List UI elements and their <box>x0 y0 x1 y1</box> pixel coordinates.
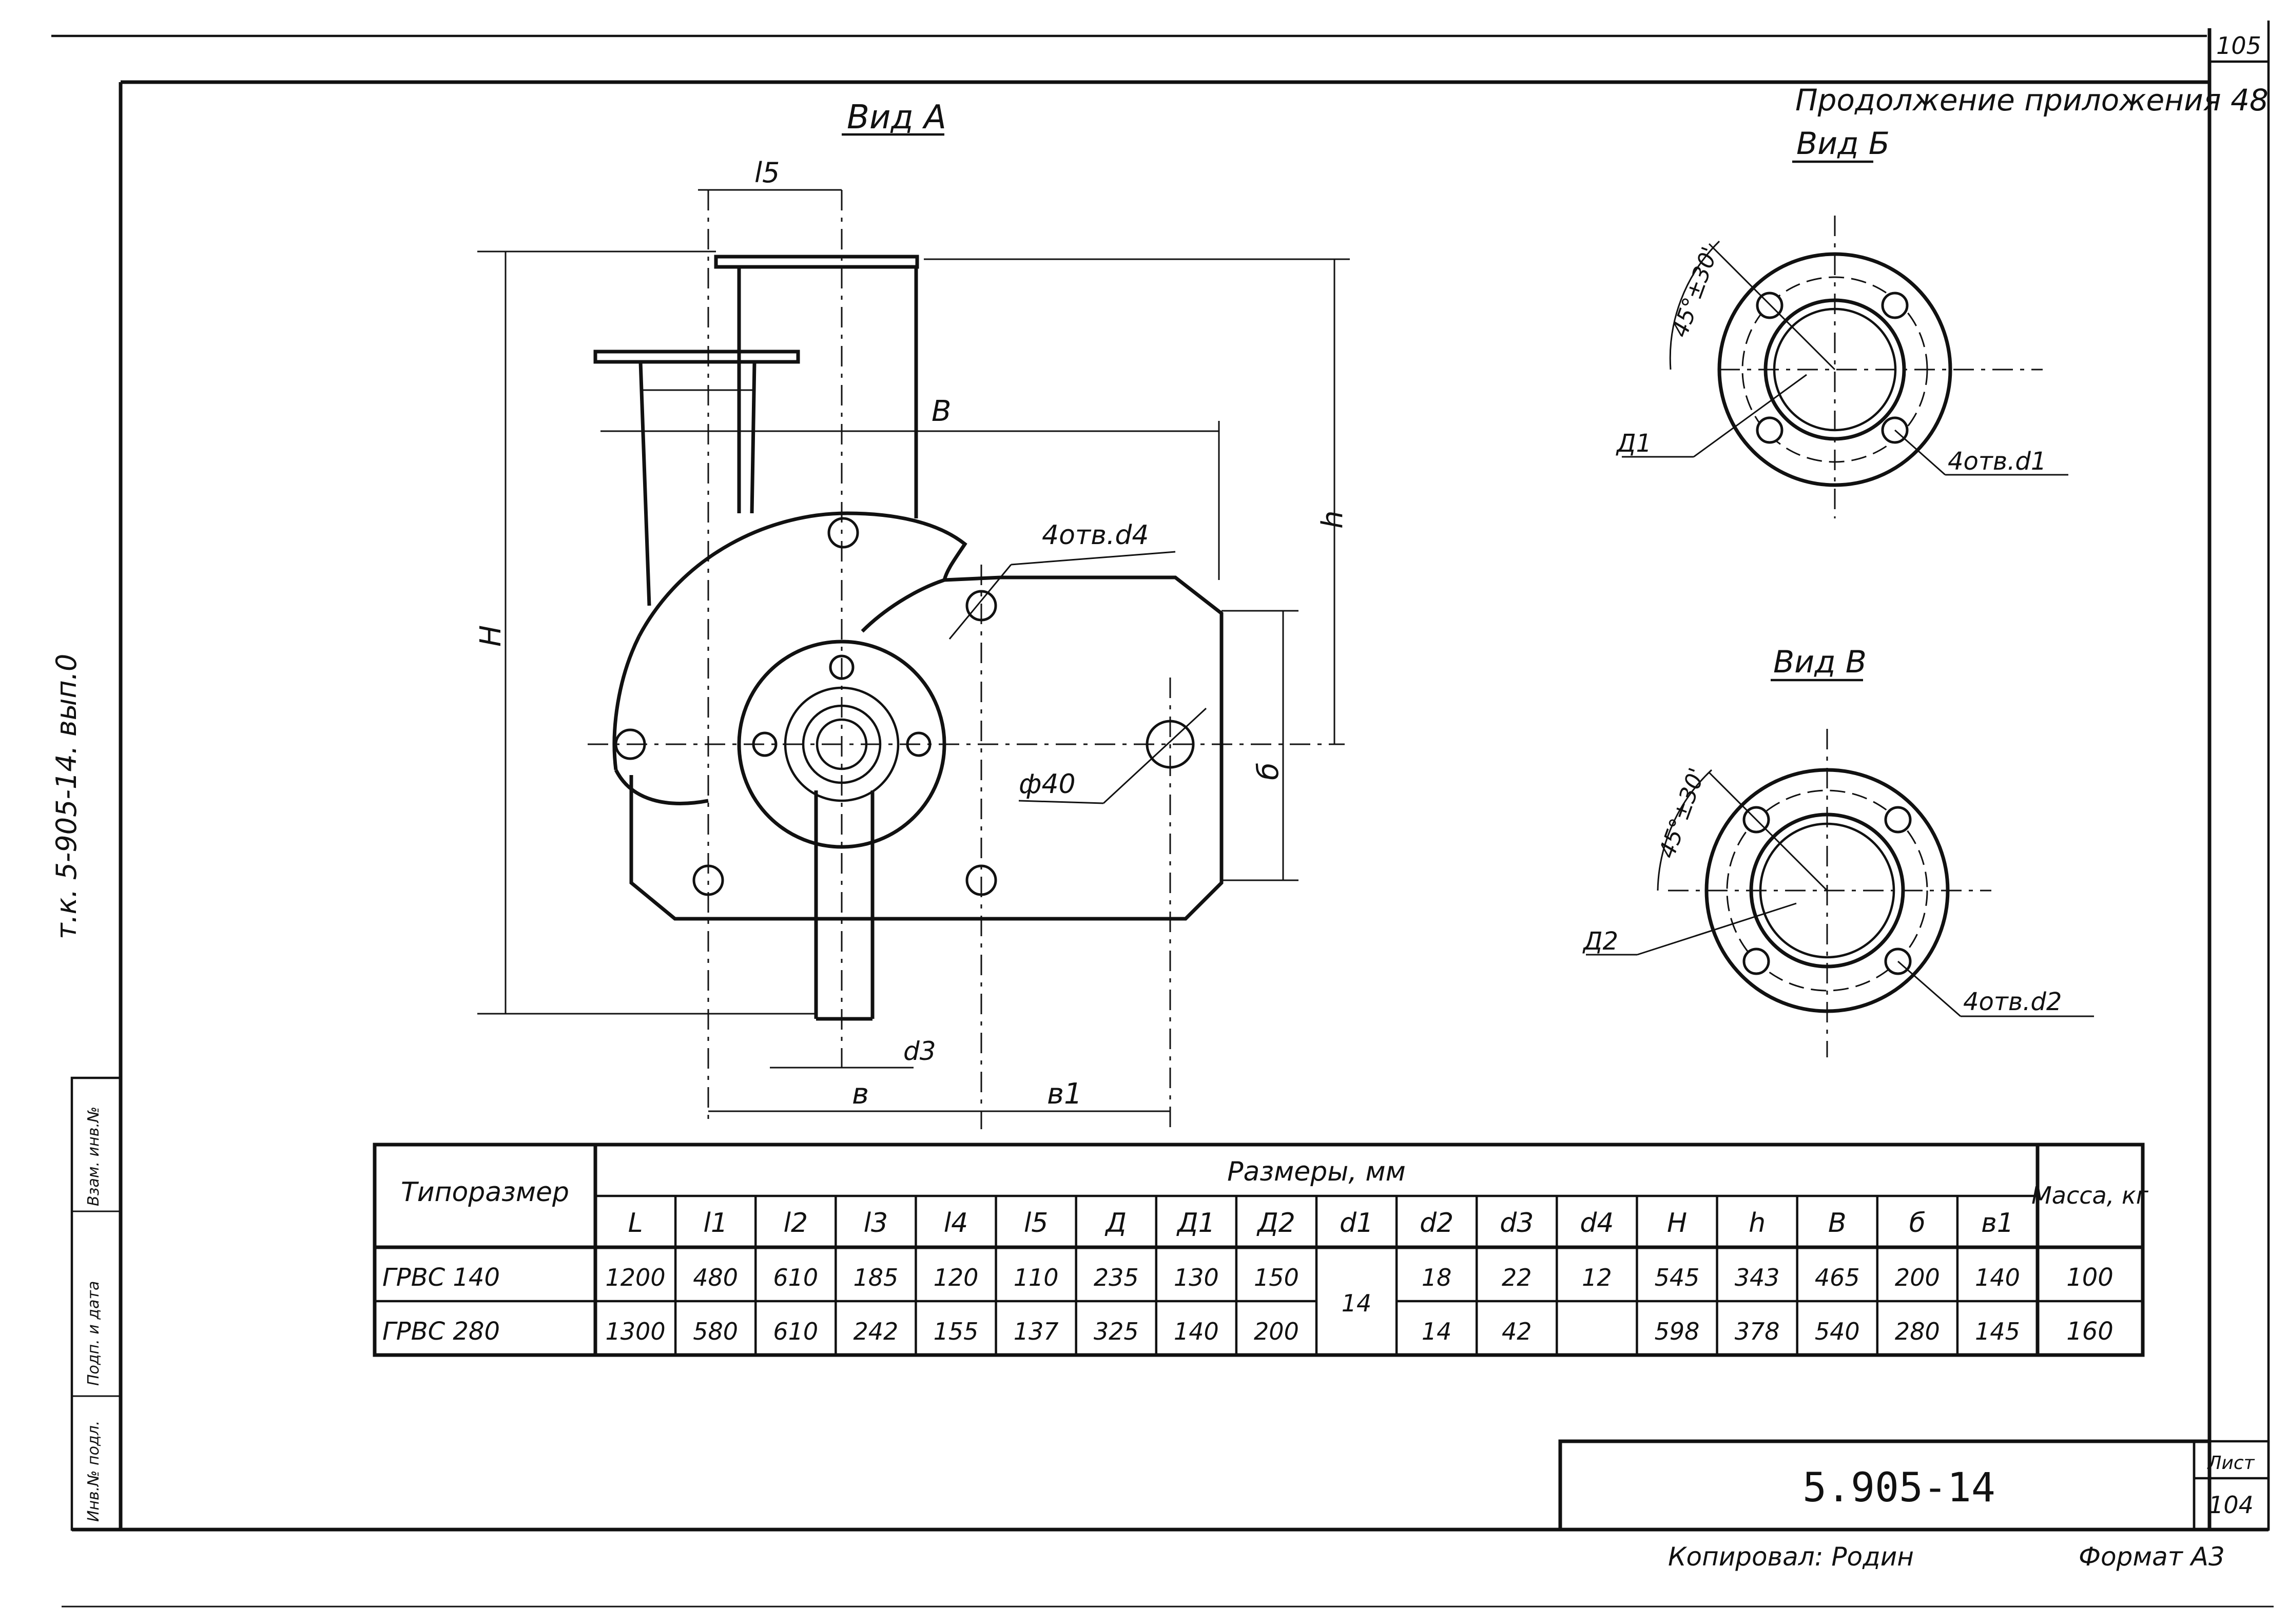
table-cell: 280 <box>1895 1318 1940 1345</box>
stamp-label-replace: Взам. инв.№ <box>85 1107 103 1206</box>
table-cell: 378 <box>1735 1318 1780 1345</box>
table-header-type: Типоразмер <box>401 1177 569 1208</box>
table-cell: 185 <box>853 1264 898 1291</box>
view-b: Вид Б 45°±30' Д1 4отв.d1 <box>1616 126 2068 518</box>
table-cell: 235 <box>1094 1264 1139 1291</box>
label-holes-d4: 4отв.d4 <box>1042 520 1149 551</box>
table-cell: 200 <box>1895 1264 1940 1291</box>
table-cell: 610 <box>773 1318 818 1345</box>
dim-b-vert: б <box>1252 762 1285 780</box>
table-col-head: в1 <box>1981 1208 2014 1239</box>
table-col-head: l3 <box>864 1208 888 1239</box>
table-col-head: l4 <box>944 1208 968 1239</box>
table-cell: 14 <box>1422 1318 1452 1345</box>
stamp-label-inv: Инв.№ подл. <box>85 1421 103 1522</box>
continuation-note: Продолжение приложения 48 <box>1795 83 2268 118</box>
table-col-head: Д <box>1104 1208 1127 1239</box>
view-v-angle: 45°±30' <box>1654 764 1710 861</box>
table-cell: 145 <box>1975 1318 2020 1345</box>
table-cell: 545 <box>1655 1264 1700 1291</box>
label-phi40: ф40 <box>1019 769 1076 800</box>
sheet-frame <box>51 21 2274 1608</box>
view-v: Вид В 45°±30' Д2 4отв.d2 <box>1582 644 2094 1057</box>
table-cell: 540 <box>1815 1318 1860 1345</box>
dim-v1: в1 <box>1047 1077 1082 1111</box>
table-cell: 325 <box>1094 1318 1139 1345</box>
dim-H: H <box>474 625 508 647</box>
view-v-title: Вид В <box>1773 644 1867 680</box>
dim-B: B <box>932 395 951 428</box>
view-b-title: Вид Б <box>1796 126 1890 162</box>
table-cell: 1200 <box>606 1264 666 1291</box>
table-cell: 343 <box>1735 1264 1780 1291</box>
dim-v: в <box>852 1077 869 1111</box>
stamp-label-sign: Подп. и дата <box>85 1281 103 1386</box>
view-b-d1: Д1 <box>1616 429 1652 458</box>
table-cell: 18 <box>1422 1264 1452 1291</box>
dim-h: h <box>1316 511 1349 529</box>
table-cell: 130 <box>1174 1264 1219 1291</box>
table-header-sizes: Размеры, мм <box>1227 1156 1406 1187</box>
view-b-holes: 4отв.d1 <box>1948 447 2046 476</box>
title-block <box>1558 1439 2270 1532</box>
table-col-head: H <box>1667 1208 1687 1239</box>
table-cell: 120 <box>934 1264 979 1291</box>
row-mass-1: 100 <box>2066 1263 2114 1292</box>
table-cell: 22 <box>1502 1264 1532 1291</box>
table-cell: 150 <box>1254 1264 1299 1291</box>
row-name-1: ГРВС 140 <box>382 1263 500 1292</box>
table-col-head: Д2 <box>1256 1208 1295 1239</box>
row-mass-2: 160 <box>2066 1317 2114 1346</box>
table-col-head: Д1 <box>1176 1208 1215 1239</box>
table-header-mass: Масса, кг <box>2031 1182 2149 1209</box>
table-cell: 14 <box>1342 1289 1372 1317</box>
table-col-head: l5 <box>1024 1208 1049 1239</box>
table-cell: 137 <box>1014 1318 1059 1345</box>
view-v-d2: Д2 <box>1582 927 1618 956</box>
dim-l5: l5 <box>754 157 780 189</box>
table-cell: 480 <box>693 1264 738 1291</box>
sheet-label: Лист <box>2206 1453 2255 1474</box>
table-col-head: l1 <box>703 1208 728 1239</box>
table-cell: 12 <box>1582 1264 1612 1291</box>
table-cell: 155 <box>934 1318 979 1345</box>
table-cell: 580 <box>693 1318 738 1345</box>
table-col-head: d1 <box>1340 1208 1373 1239</box>
sheet-number: 104 <box>2208 1491 2254 1519</box>
table-col-head: h <box>1749 1208 1766 1239</box>
table-cell: 140 <box>1174 1318 1219 1345</box>
table-cell: 465 <box>1815 1264 1860 1291</box>
view-a: Вид А <box>474 99 1350 1129</box>
table-col-head: d4 <box>1580 1208 1614 1239</box>
table-col-head: d2 <box>1420 1208 1453 1239</box>
table-col-head: d3 <box>1500 1208 1534 1239</box>
page-number-top: 105 <box>2216 32 2261 60</box>
side-code: т.к. 5-905-14. вып.0 <box>50 654 83 939</box>
view-b-angle: 45°±30' <box>1666 243 1723 340</box>
sheet-format: Формат А3 <box>2079 1542 2225 1572</box>
table-cell: 42 <box>1502 1318 1532 1345</box>
table-cell: 610 <box>773 1264 818 1291</box>
table-col-head: б <box>1909 1208 1926 1239</box>
view-v-holes: 4отв.d2 <box>1963 988 2062 1016</box>
table-col-head: l2 <box>784 1208 808 1239</box>
table-cell: 200 <box>1254 1318 1299 1345</box>
table-cell: 598 <box>1655 1318 1700 1345</box>
table-cell: 1300 <box>606 1318 666 1345</box>
table-cell: 242 <box>853 1318 898 1345</box>
copied-by: Копировал: Родин <box>1668 1542 1914 1572</box>
table-col-head: B <box>1828 1208 1847 1239</box>
document-code: 5.905-14 <box>1802 1465 1995 1511</box>
view-a-title: Вид А <box>847 99 946 137</box>
table-cell: 140 <box>1975 1264 2020 1291</box>
dim-d3: d3 <box>903 1036 936 1066</box>
table-cell: 110 <box>1014 1264 1059 1291</box>
side-stamp: Взам. инв.№ Подп. и дата Инв.№ подл. <box>70 1076 122 1531</box>
table-col-head: L <box>628 1208 643 1239</box>
row-name-2: ГРВС 280 <box>382 1317 500 1346</box>
